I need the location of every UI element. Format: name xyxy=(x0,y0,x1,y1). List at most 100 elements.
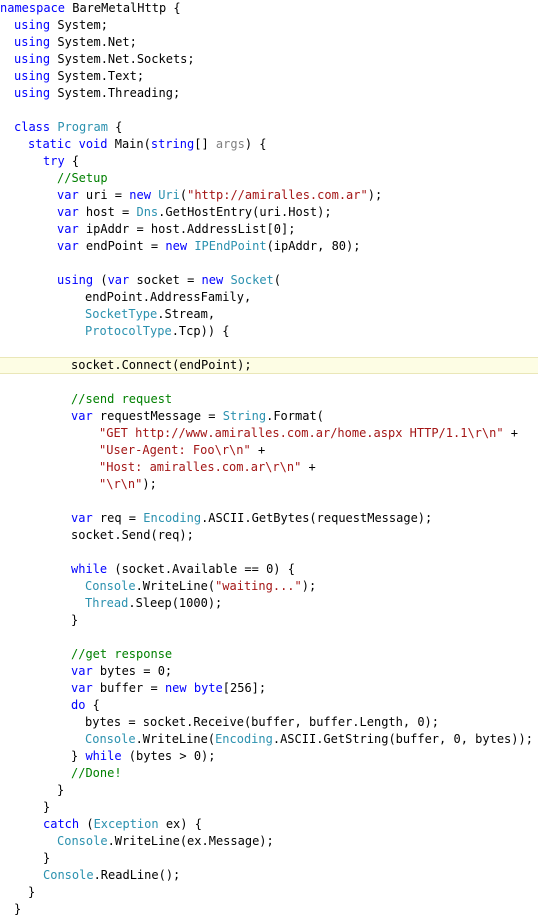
code-token: .WriteLine(ex.Message); xyxy=(107,834,274,848)
code-token: Exception xyxy=(93,817,159,831)
code-token: (ipAddr, 80); xyxy=(266,239,361,253)
code-line[interactable]: socket.Send(req); xyxy=(71,527,194,544)
code-token: .GetHostEntry(uri.Host); xyxy=(158,205,332,219)
code-line[interactable]: using System.Threading; xyxy=(14,85,180,102)
code-token: ( xyxy=(93,273,108,287)
code-token: var xyxy=(71,681,93,695)
code-line[interactable]: var endPoint = new IPEndPoint(ipAddr, 80… xyxy=(57,238,360,255)
code-token: socket.Send(req); xyxy=(71,528,194,542)
code-token: + xyxy=(503,426,519,440)
code-token: using xyxy=(14,69,51,83)
code-line[interactable]: using System.Text; xyxy=(14,68,144,85)
code-token: System.Net; xyxy=(50,35,137,49)
code-token: using xyxy=(57,273,94,287)
code-token xyxy=(187,681,194,695)
code-token: using xyxy=(14,86,51,100)
code-token: using xyxy=(14,18,51,32)
code-line[interactable]: } while (bytes > 0); xyxy=(71,748,216,765)
code-token: + xyxy=(250,443,266,457)
code-token: "waiting..." xyxy=(215,579,302,593)
code-token: class xyxy=(14,120,51,134)
code-line[interactable]: using (var socket = new Socket( xyxy=(57,272,281,289)
code-line[interactable]: Console.WriteLine(Encoding.ASCII.GetStri… xyxy=(85,731,533,748)
code-line[interactable]: } xyxy=(43,850,50,867)
code-token: //Setup xyxy=(57,171,108,185)
code-line[interactable]: //send request xyxy=(71,391,172,408)
code-line[interactable]: catch (Exception ex) { xyxy=(43,816,202,833)
code-line[interactable]: do { xyxy=(71,697,100,714)
code-token: var xyxy=(57,205,79,219)
code-line[interactable]: socket.Connect(endPoint); xyxy=(71,357,252,374)
code-token: var xyxy=(57,222,79,236)
code-line[interactable]: //get response xyxy=(71,646,172,663)
code-token: socket = xyxy=(129,273,202,287)
code-token: .WriteLine( xyxy=(135,579,216,593)
code-line[interactable]: Console.ReadLine(); xyxy=(43,867,180,884)
code-line[interactable]: var uri = new Uri("http://amiralles.com.… xyxy=(57,187,382,204)
code-line[interactable]: Console.WriteLine(ex.Message); xyxy=(57,833,274,850)
code-token: //send request xyxy=(71,392,173,406)
code-token: ( xyxy=(273,273,282,287)
code-line[interactable]: "\r\n"); xyxy=(99,476,157,493)
code-token: Dns xyxy=(136,205,159,219)
code-line[interactable]: namespace BareMetalHttp { xyxy=(0,0,181,17)
code-token: "http://amiralles.com.ar" xyxy=(187,188,368,202)
code-line[interactable]: bytes = socket.Receive(buffer, buffer.Le… xyxy=(85,714,439,731)
code-token: (bytes > 0); xyxy=(121,749,216,763)
code-token: bytes = socket.Receive(buffer, buffer.Le… xyxy=(85,715,440,729)
code-line[interactable]: } xyxy=(28,884,35,901)
code-token: } xyxy=(43,800,51,814)
code-token: ProtocolType xyxy=(85,324,172,338)
code-token: args xyxy=(215,137,245,151)
code-line[interactable]: "Host: amiralles.com.ar\r\n" + xyxy=(99,459,316,476)
code-token: .ASCII.GetString(buffer, 0, bytes)); xyxy=(272,732,533,746)
code-token: req = xyxy=(92,511,144,525)
code-line[interactable]: } xyxy=(43,799,50,816)
code-token: .Tcp)) { xyxy=(171,324,230,338)
code-token: System; xyxy=(50,18,108,32)
code-token: var xyxy=(57,239,79,253)
code-line[interactable]: } xyxy=(14,901,21,918)
code-line[interactable]: static void Main(string[] args) { xyxy=(28,136,267,153)
code-line[interactable]: endPoint.AddressFamily, xyxy=(85,289,251,306)
code-token: Encoding xyxy=(215,732,273,746)
code-line[interactable]: using System; xyxy=(14,17,108,34)
code-line[interactable]: var requestMessage = String.Format( xyxy=(71,408,324,425)
code-token: socket.Connect(endPoint); xyxy=(71,358,252,372)
code-token: { xyxy=(107,120,123,134)
code-line[interactable]: Console.WriteLine("waiting..."); xyxy=(85,578,316,595)
code-line[interactable]: var ipAddr = host.AddressList[0]; xyxy=(57,221,295,238)
code-token: System.Net.Sockets; xyxy=(50,52,195,66)
code-token: { xyxy=(64,154,80,168)
code-line[interactable]: ProtocolType.Tcp)) { xyxy=(85,323,230,340)
code-line[interactable]: Thread.Sleep(1000); xyxy=(85,595,222,612)
code-line[interactable]: using System.Net; xyxy=(14,34,137,51)
code-token: static xyxy=(28,137,72,151)
code-line[interactable]: } xyxy=(71,612,78,629)
code-token: "Host: amiralles.com.ar\r\n" xyxy=(99,460,302,474)
code-token: Socket xyxy=(230,273,274,287)
code-line[interactable]: //Done! xyxy=(71,765,122,782)
code-token: Console xyxy=(85,579,136,593)
code-line[interactable]: class Program { xyxy=(14,119,122,136)
code-line[interactable]: var req = Encoding.ASCII.GetBytes(reques… xyxy=(71,510,432,527)
code-line[interactable]: try { xyxy=(43,153,79,170)
code-token: (socket.Available == 0) { xyxy=(107,562,295,576)
code-token: new xyxy=(201,273,224,287)
code-token: requestMessage = xyxy=(92,409,223,423)
code-token: Console xyxy=(57,834,108,848)
code-token: ); xyxy=(367,188,383,202)
code-line[interactable]: "User-Agent: Foo\r\n" + xyxy=(99,442,265,459)
code-line[interactable]: } xyxy=(57,782,64,799)
code-line[interactable]: while (socket.Available == 0) { xyxy=(71,561,295,578)
code-line[interactable]: using System.Net.Sockets; xyxy=(14,51,195,68)
code-line[interactable]: var bytes = 0; xyxy=(71,663,172,680)
code-line[interactable]: SocketType.Stream, xyxy=(85,306,215,323)
code-line[interactable]: var buffer = new byte[256]; xyxy=(71,680,266,697)
code-token: SocketType xyxy=(85,307,158,321)
code-line[interactable]: //Setup xyxy=(57,170,108,187)
current-line-highlight xyxy=(0,357,538,374)
code-line[interactable]: var host = Dns.GetHostEntry(uri.Host); xyxy=(57,204,332,221)
code-line[interactable]: "GET http://www.amiralles.com.ar/home.as… xyxy=(99,425,518,442)
